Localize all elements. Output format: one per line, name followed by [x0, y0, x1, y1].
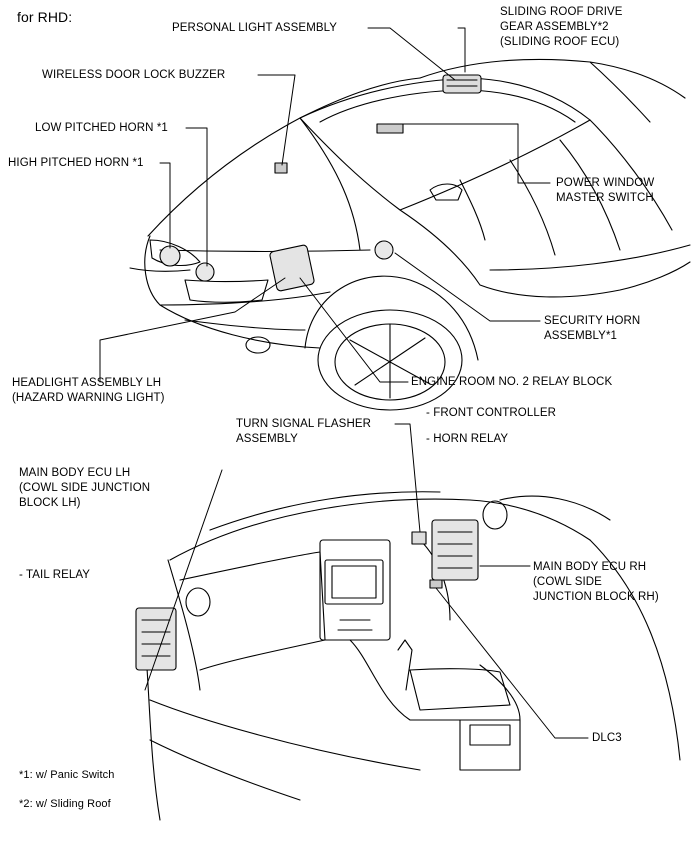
leader-lines: [99, 27, 589, 739]
label-dlc3: DLC3: [592, 732, 622, 744]
dashboard-illustration: [135, 491, 681, 821]
label-power-window: POWER WINDOW MASTER SWITCH: [556, 177, 655, 204]
car-fog-light: [245, 336, 271, 354]
footnote-1: *1: w/ Panic Switch: [19, 769, 115, 781]
label-front-controller: - FRONT CONTROLLER: [426, 407, 557, 419]
car-wheel-arch: [304, 275, 479, 361]
high-horn-part: [159, 245, 181, 267]
gear-lever: [397, 639, 413, 691]
turn-signal-part: [411, 531, 427, 545]
label-high-horn: HIGH PITCHED HORN *1: [8, 157, 144, 169]
car-roof: [419, 58, 686, 99]
label-wireless-buzzer: WIRELESS DOOR LOCK BUZZER: [42, 69, 226, 81]
car-grille: [184, 279, 269, 303]
label-personal-light: PERSONAL LIGHT ASSEMBLY: [172, 22, 338, 34]
right-vent: [482, 500, 508, 530]
label-security-horn: SECURITY HORN ASSEMBLY*1: [544, 315, 641, 342]
main-ecu-rh-part: [431, 519, 479, 581]
car-side: [399, 209, 691, 298]
label-engine-relay: ENGINE ROOM NO. 2 RELAY BLOCK: [411, 376, 613, 388]
security-horn-part: [374, 240, 394, 260]
footnote-2: *2: w/ Sliding Roof: [19, 798, 111, 810]
floor: [149, 699, 421, 771]
car-components: [159, 74, 482, 292]
label-sliding-roof: SLIDING ROOF DRIVE GEAR ASSEMBLY*2 (SLID…: [500, 6, 623, 48]
sliding-roof-ecu: [442, 74, 482, 94]
left-vent: [185, 587, 211, 617]
relay-block-part: [269, 244, 315, 292]
main-ecu-lh-part: [135, 607, 177, 671]
power-window-switch: [376, 123, 404, 134]
dash-top: [169, 498, 591, 561]
label-headlight: HEADLIGHT ASSEMBLY LH (HAZARD WARNING LI…: [12, 377, 165, 404]
car-mirror: [429, 183, 463, 201]
car-wheel: [317, 309, 463, 411]
label-horn-relay: - HORN RELAY: [426, 433, 509, 445]
label-main-ecu-rh: MAIN BODY ECU RH (COWL SIDE JUNCTION BLO…: [533, 561, 659, 603]
wireless-buzzer: [274, 162, 288, 174]
label-low-horn: LOW PITCHED HORN *1: [35, 122, 168, 134]
car-illustration: [129, 58, 691, 411]
label-turn-signal: TURN SIGNAL FLASHER ASSEMBLY: [236, 418, 372, 445]
car-bumper: [144, 235, 321, 349]
center-screen: [324, 559, 384, 605]
center-panel: [319, 539, 391, 641]
center-console: [349, 639, 521, 721]
car-hood: [147, 77, 421, 237]
low-horn-part: [195, 262, 215, 282]
car-headlight: [149, 239, 201, 267]
right-door: [589, 539, 681, 761]
label-tail-relay: - TAIL RELAY: [19, 569, 91, 581]
page-header: for RHD:: [17, 9, 73, 25]
label-main-ecu-lh: MAIN BODY ECU LH (COWL SIDE JUNCTION BLO…: [19, 467, 151, 509]
dash-left-panel: [179, 551, 326, 671]
dlc3-part: [429, 579, 443, 589]
